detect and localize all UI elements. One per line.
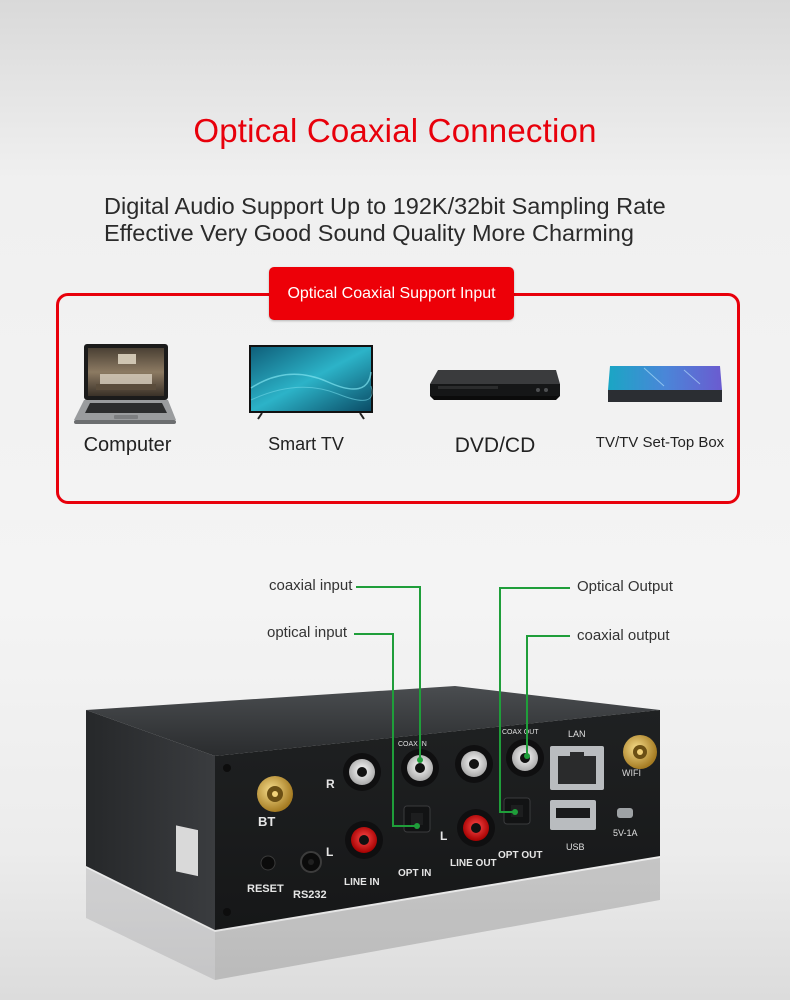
dvd-player-icon <box>430 370 560 400</box>
line-in-l-jack <box>345 821 383 859</box>
rs232-label: RS232 <box>293 889 327 901</box>
device-label-dvd: DVD/CD <box>454 434 536 457</box>
coax-in-jack <box>401 749 439 787</box>
lan-port <box>550 746 604 790</box>
callout-coaxial-output: coaxial output <box>577 627 670 644</box>
power-port <box>617 808 633 818</box>
bt-label: BT <box>258 814 275 829</box>
opt-in-label: OPT IN <box>398 868 431 879</box>
line-out-l-jack <box>457 809 495 847</box>
line-in-r-jack <box>343 753 381 791</box>
leader-optical-input <box>354 633 417 827</box>
reset-label: RESET <box>247 883 284 895</box>
leader-coaxial-output <box>526 635 570 756</box>
left-channel-label-out: L <box>440 829 447 843</box>
leader-optical-output <box>499 587 570 813</box>
subtitle-line-1: Digital Audio Support Up to 192K/32bit S… <box>104 193 666 219</box>
device-rear-panel: BT WIFI R L L COAX IN <box>86 686 660 980</box>
opt-out-label: OPT OUT <box>498 850 542 861</box>
line-out-label: LINE OUT <box>450 858 497 869</box>
usb-port <box>550 800 596 830</box>
left-channel-label: L <box>326 845 333 859</box>
laptop-icon <box>74 344 176 424</box>
callout-optical-output: Optical Output <box>577 578 673 595</box>
line-out-r-jack <box>455 745 493 783</box>
page-title: Optical Coaxial Connection <box>193 112 597 149</box>
bt-antenna-connector <box>257 776 293 812</box>
coax-in-label: COAX IN <box>398 741 427 748</box>
wifi-label: WIFI <box>622 768 641 778</box>
device-label-set-top-box: TV/TV Set-Top Box <box>595 434 725 451</box>
device-label-smart-tv: Smart TV <box>268 434 344 454</box>
set-top-box-icon <box>608 366 722 402</box>
callout-optical-input: optical input <box>267 624 348 641</box>
reset-button <box>260 855 276 871</box>
lan-label: LAN <box>568 729 586 739</box>
subtitle-line-2: Effective Very Good Sound Quality More C… <box>104 220 634 246</box>
leader-coaxial-input <box>356 586 421 760</box>
line-in-label: LINE IN <box>344 877 380 888</box>
support-input-badge: Optical Coaxial Support Input <box>269 267 514 320</box>
right-channel-label: R <box>326 777 335 791</box>
power-label: 5V-1A <box>613 828 638 838</box>
usb-label: USB <box>566 842 585 852</box>
wifi-antenna-connector <box>623 735 657 769</box>
smart-tv-icon <box>249 345 373 420</box>
device-label-computer: Computer <box>83 434 172 456</box>
coax-out-label: COAX OUT <box>502 729 539 736</box>
rs232-port <box>300 851 322 873</box>
callout-coaxial-input: coaxial input <box>269 577 353 594</box>
